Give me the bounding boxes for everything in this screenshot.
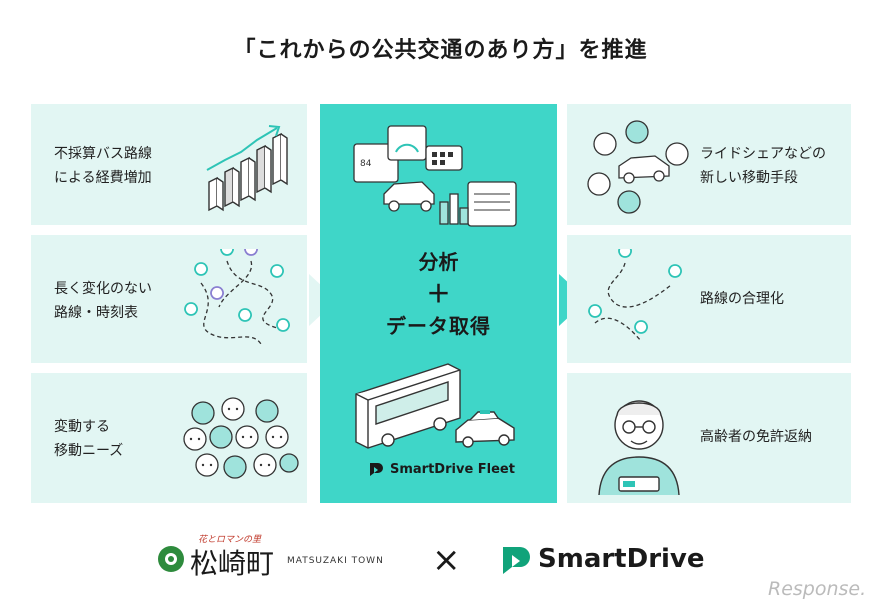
- smartdrive-fleet-text: SmartDrive Fleet: [390, 461, 515, 477]
- panel-elderly-license-return: 高齢者の免許返納: [567, 373, 851, 503]
- route-pins-icon: [184, 249, 290, 345]
- matsuzaki-town-english: MATSUZAKI TOWN: [287, 556, 384, 566]
- smartdrive-logo-text: SmartDrive: [538, 544, 705, 574]
- rideshare-icon: [587, 120, 689, 214]
- panel-label: 路線の合理化: [700, 291, 784, 307]
- panel-label: ライドシェアなどの 新しい移動手段: [700, 146, 826, 186]
- crowd-icon: [183, 397, 299, 479]
- bar-chart-icon: [206, 125, 288, 212]
- page-title: 「これからの公共交通のあり方」を推進: [233, 38, 648, 63]
- center-line-plus: ＋: [426, 280, 451, 308]
- svg-text:84: 84: [360, 159, 372, 169]
- matsuzaki-tagline: 花とロマンの里: [198, 535, 262, 545]
- bus-and-car-icon: [355, 363, 515, 449]
- smartdrive-fleet-logo: SmartDrive Fleet: [368, 461, 515, 477]
- smartdrive-logo-icon: [370, 463, 383, 476]
- center-line-analysis: 分析: [418, 250, 459, 274]
- panel-unchanged-routes: 長く変化のない 路線・時刻表: [31, 235, 307, 363]
- footer-logos: 花とロマンの里 松崎町 MATSUZAKI TOWN × SmartDrive …: [0, 532, 881, 600]
- center-analysis-panel: 84 分析 ＋ データ取得 SmartDrive Fleet: [320, 104, 557, 503]
- panel-label: 高齢者の免許返納: [700, 429, 812, 445]
- panel-route-rationalization: 路線の合理化: [567, 235, 851, 363]
- elderly-person-icon: [598, 400, 680, 496]
- smartdrive-logo-icon: [503, 547, 530, 574]
- response-watermark: Response.: [768, 578, 867, 600]
- panel-label: 不採算バス路線 による経費増加: [54, 146, 152, 186]
- matsuzaki-emblem-icon: [158, 546, 184, 572]
- panel-new-mobility: ライドシェアなどの 新しい移動手段: [567, 104, 851, 225]
- panel-changing-mobility-needs: 変動する 移動ニーズ: [31, 373, 307, 503]
- center-line-data-acquisition: データ取得: [386, 314, 491, 338]
- collaboration-times: ×: [432, 540, 461, 580]
- panel-unprofitable-bus-routes: 不採算バス路線 による経費増加: [31, 104, 307, 225]
- dashboard-icon: 84: [353, 125, 517, 227]
- optimized-route-icon: [588, 249, 682, 342]
- panel-label: 長く変化のない 路線・時刻表: [54, 281, 152, 321]
- panel-label: 変動する 移動ニーズ: [54, 419, 124, 459]
- matsuzaki-town-name: 松崎町: [190, 547, 275, 580]
